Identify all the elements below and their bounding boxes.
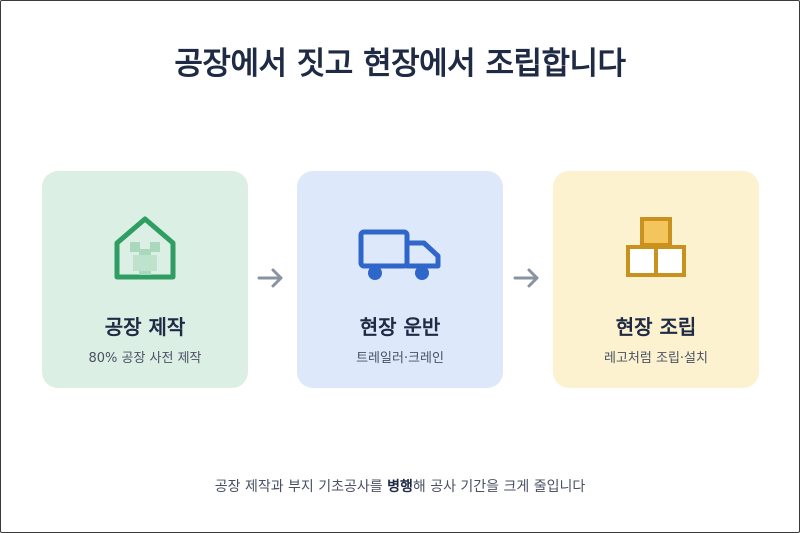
page-title: 공장에서 짓고 현장에서 조립합니다: [174, 46, 626, 82]
step-label: 현장 조립: [615, 315, 697, 339]
footer-text-after: 해 공사 기간을 크게 줄입니다: [412, 479, 586, 495]
truck-icon: [297, 215, 503, 285]
stacked-boxes-icon: [553, 215, 759, 285]
house-icon: [42, 215, 248, 285]
step-description: 레고처럼 조립·설치: [604, 351, 708, 366]
footer-note: 공장 제작과 부지 기초공사를 병행해 공사 기간을 크게 줄입니다: [0, 476, 800, 496]
step-label: 공장 제작: [104, 315, 186, 339]
step-card-factory: 공장 제작 80% 공장 사전 제작: [42, 171, 248, 388]
arrow-right-icon: [513, 268, 539, 288]
step-description: 트레일러·크레인: [356, 351, 444, 366]
step-label: 현장 운반: [359, 315, 441, 339]
step-card-assembly: 현장 조립 레고처럼 조립·설치: [553, 171, 759, 388]
step-card-transport: 현장 운반 트레일러·크레인: [297, 171, 503, 388]
footer-text-before: 공장 제작과 부지 기초공사를: [214, 479, 388, 495]
footer-emphasis: 병행: [387, 479, 413, 495]
step-description: 80% 공장 사전 제작: [88, 351, 202, 366]
arrow-right-icon: [257, 268, 283, 288]
